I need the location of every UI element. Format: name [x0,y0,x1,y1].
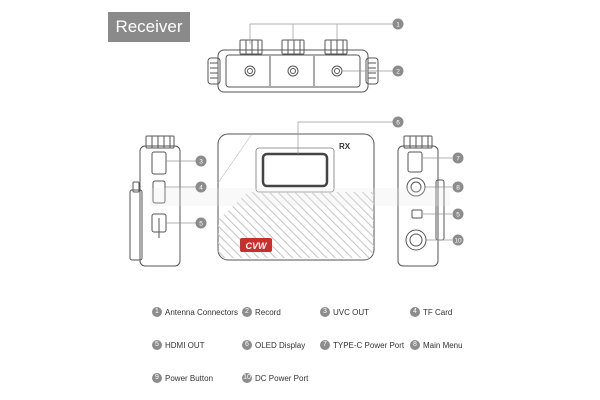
svg-text:5: 5 [456,212,460,219]
marker-7: 7 [452,152,464,164]
left-side-view [129,135,181,267]
marker-1: 1 [392,18,404,30]
watermark [150,188,450,206]
brand-logo [240,238,272,252]
marker-10: 10 [452,234,464,246]
svg-text:4: 4 [199,185,203,192]
svg-text:7: 7 [456,156,460,163]
rx-label: RX [339,142,351,151]
svg-text:2: 2 [396,69,400,76]
marker-6: 6 [392,116,404,128]
marker-5-right: 5 [452,208,464,220]
page-title: Receiver [108,12,190,42]
marker-5-left: 5 [195,217,207,229]
svg-text:6: 6 [396,120,400,127]
front-view: RX CVW [217,133,375,261]
svg-text:3: 3 [199,159,203,166]
svg-text:8: 8 [456,185,460,192]
svg-text:10: 10 [454,238,462,245]
svg-text:1: 1 [396,22,400,29]
svg-text:5: 5 [199,221,203,228]
marker-2: 2 [392,65,404,77]
marker-8: 8 [452,181,464,193]
marker-4: 4 [195,181,207,193]
callout-markers: 1 2 3 4 5 6 7 8 5 10 [195,18,464,246]
brand-logo-text: CVW [246,241,269,251]
marker-3: 3 [195,155,207,167]
